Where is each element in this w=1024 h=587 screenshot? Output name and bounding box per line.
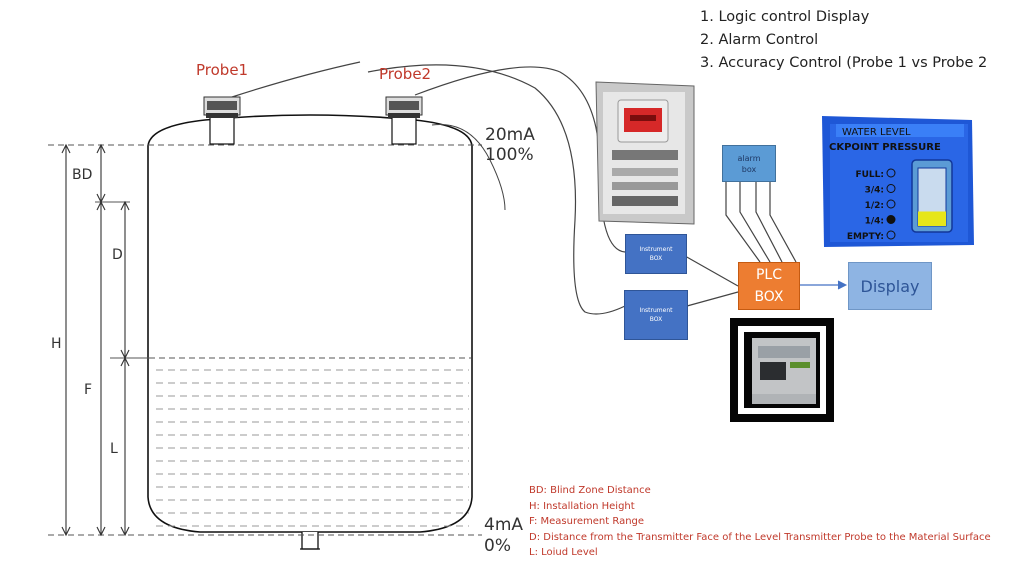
dimension-d [120,200,130,360]
probe2-sensor [385,96,423,145]
dimension-bd [96,143,106,204]
indicator-subtitle: CKPOINT PRESSURE [829,142,941,153]
control-panel-photo [595,81,695,225]
note-item: 2. Alarm Control [700,32,819,48]
legend-item: F: Measurement Range [529,516,645,527]
indicator-level-lamp [886,230,896,240]
indicator-levels: FULL: 3/4: 1/2: 1/4: EMPTY: [847,168,896,242]
water-level-indicator-panel [822,116,974,247]
probe2-label: Probe2 [379,65,432,83]
dimension-h [61,143,71,537]
indicator-level-lamp [886,184,896,193]
label-h: H [51,336,62,352]
probe1-cable [231,61,361,98]
instrument1-to-plc [684,255,739,287]
label-l: L [110,441,118,457]
plc-photo [730,318,834,422]
indicator-level-lamp [886,215,896,224]
legend-item: H: Installation Height [529,500,635,512]
indicator-level-lamp [886,199,896,209]
label-f: F [84,382,93,398]
legend-item: BD: Blind Zone Distance [529,485,651,496]
notes-list: 1. Logic control Display 2. Alarm Contro… [700,6,987,75]
indicator-title: WATER LEVEL [842,127,911,138]
indicator-level-fill [918,211,946,226]
indicator-level-lamp [886,168,896,178]
probe2-cable [414,66,626,253]
indicator-level-label: EMPTY: [847,232,884,242]
indicator-level-label: 3/4: [865,186,884,196]
label-d: D [112,247,123,263]
note-item: 1. Logic control Display [700,9,870,25]
probe1-sensor [203,96,241,145]
note-item: 3. Accuracy Control (Probe 1 vs Probe 2 [700,55,988,71]
instrument-box-1: Instrument BOX [625,234,687,274]
legend: BD: Blind Zone Distance H: Installation … [529,483,991,561]
plc-box: PLC BOX [738,262,800,310]
dimension-l [120,356,130,537]
scale-bottom-ma: 4mA [484,515,524,535]
scale-bottom-pct: 0% [484,536,511,556]
probe1-cable-return [367,64,626,315]
scale-top-pct: 100% [485,145,534,165]
indicator-level-label: FULL: [855,170,884,180]
instrument2-to-plc [686,291,739,307]
indicator-level-label: 1/4: [865,217,884,227]
dimension-f [96,200,106,537]
alarm-box: alarm box [722,145,776,182]
liquid-fill [151,358,469,528]
scale-top-ma: 20mA [485,125,535,145]
legend-item: L: Loiud Level [529,547,598,558]
alarm-wires [725,180,797,263]
probe1-label: Probe1 [196,61,249,79]
instrument-box-2: Instrument BOX [624,290,688,340]
indicator-level-label: 1/2: [865,201,884,211]
legend-item: D: Distance from the Transmitter Face of… [529,531,991,543]
display-box: Display [848,262,932,310]
label-bd: BD [72,167,93,183]
